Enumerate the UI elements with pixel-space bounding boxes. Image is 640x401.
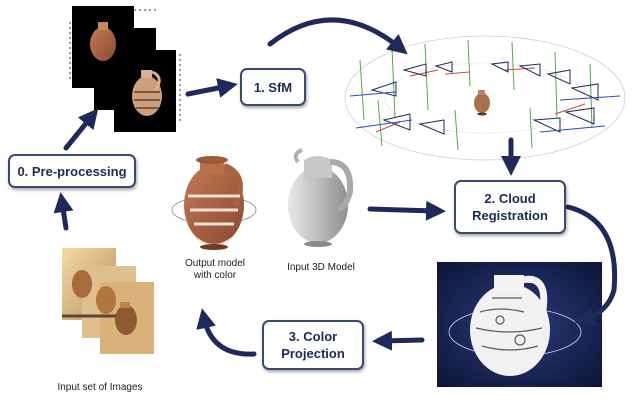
- output-colored-model: [172, 156, 256, 250]
- arrow-colorprojection-to-output: [204, 318, 254, 354]
- arrow-stack-to-sfm: [188, 86, 228, 94]
- step-sfm-label: 1. SfM: [254, 79, 292, 96]
- step-sfm-box: 1. SfM: [240, 68, 306, 106]
- step-cloud-registration-label-1: 2. Cloud: [484, 190, 535, 207]
- arrow-panel-to-colorprojection: [382, 340, 422, 341]
- step-preprocessing-box: 0. Pre-processing: [8, 154, 136, 188]
- arrow-sfm-to-scene: [270, 20, 400, 48]
- point-cloud-vase: [474, 90, 490, 116]
- input-model-caption: Input 3D Model: [276, 262, 366, 274]
- preprocessed-image-stack: [70, 6, 180, 132]
- sfm-camera-scene: [345, 36, 625, 160]
- input-images-caption: Input set of Images: [40, 382, 160, 394]
- input-image-stack: [62, 248, 154, 354]
- output-model-caption-line2: with color: [170, 270, 260, 282]
- output-model-caption-line1: Output model: [170, 258, 260, 270]
- arrow-preprocessing-to-stack: [66, 116, 92, 148]
- input-images-caption-text: Input set of Images: [40, 382, 160, 394]
- step-preprocessing-label: 0. Pre-processing: [17, 163, 126, 180]
- step-color-projection-label-2: Projection: [281, 345, 345, 362]
- input-3d-model: [288, 150, 350, 247]
- input-model-caption-text: Input 3D Model: [276, 262, 366, 274]
- step-cloud-registration-label-2: Registration: [472, 207, 548, 224]
- step-color-projection-label-1: 3. Color: [289, 328, 337, 345]
- step-cloud-registration-box: 2. Cloud Registration: [454, 180, 566, 234]
- arrow-images-to-preprocessing: [62, 202, 66, 228]
- projection-result-panel: [437, 262, 602, 387]
- step-color-projection-box: 3. Color Projection: [262, 320, 364, 370]
- output-model-caption: Output model with color: [170, 258, 260, 282]
- arrow-model-to-registration: [370, 209, 436, 211]
